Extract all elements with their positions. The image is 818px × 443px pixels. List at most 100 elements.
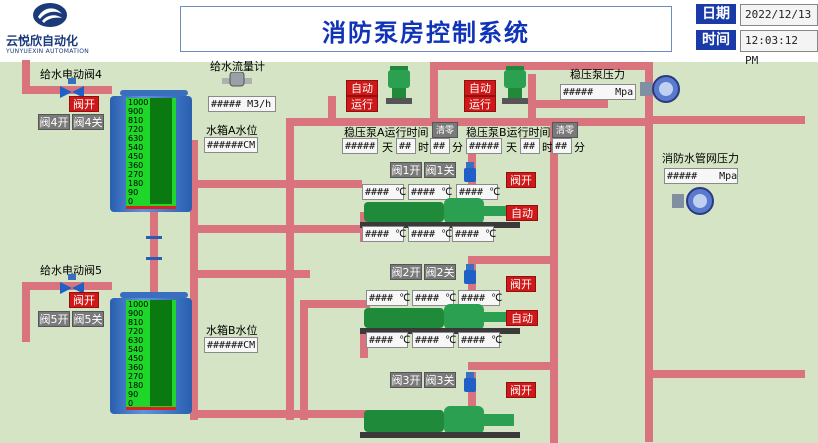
gauge-tick: 180 xyxy=(128,179,144,188)
valve3-close-button[interactable]: 阀3关 xyxy=(424,372,456,388)
stab-pump-a-icon[interactable] xyxy=(384,66,414,106)
gauge-tick: 540 xyxy=(128,345,144,354)
gauge-tick: 180 xyxy=(128,381,144,390)
gauge-tick: 0 xyxy=(128,399,134,408)
stab-pump-b-icon[interactable] xyxy=(500,66,530,106)
gauge-tick: 450 xyxy=(128,152,144,161)
company-name-cn: 云悦欣自动化 xyxy=(6,34,79,48)
gauge-tick: 900 xyxy=(128,309,144,318)
runtime-b-minute-unit: 分 xyxy=(574,141,585,154)
runtime-a-day-unit: 天 xyxy=(382,141,393,154)
pump1-temp-field: #### ℃ xyxy=(408,226,452,242)
title-box: 消防泵房控制系统 xyxy=(180,6,672,52)
runtime-b-clear-button[interactable]: 清零 xyxy=(552,122,578,138)
runtime-a-days: ##### xyxy=(342,138,378,154)
date-label: 日期 xyxy=(696,4,736,24)
tank-b-cap xyxy=(120,292,188,298)
runtime-b-minutes: ## xyxy=(552,138,572,154)
tank-b-level-label: 水箱B水位 xyxy=(206,324,258,337)
stab-pump-b-mode[interactable]: 自动 xyxy=(464,80,496,96)
tank-a-low-mark xyxy=(126,206,176,209)
gauge-tick: 90 xyxy=(128,188,139,197)
pump1-temp-field: #### ℃ xyxy=(408,184,452,200)
page-title: 消防泵房控制系统 xyxy=(322,18,530,47)
pump2-temp-field: #### ℃ xyxy=(458,332,502,348)
gauge-tick: 90 xyxy=(128,390,139,399)
stab-pump-a-mode[interactable]: 自动 xyxy=(346,80,378,96)
gauge-tick: 270 xyxy=(128,170,144,179)
valve1-close-button[interactable]: 阀1关 xyxy=(424,162,456,178)
runtime-a-hour-unit: 时 xyxy=(418,141,429,154)
gauge-tick: 900 xyxy=(128,107,144,116)
runtime-a-minutes: ## xyxy=(430,138,450,154)
pump2-temp-field: #### ℃ xyxy=(412,290,456,306)
pump1-valve-status: 阀开 xyxy=(506,172,536,188)
valve3-open-button[interactable]: 阀3开 xyxy=(390,372,422,388)
valve1-open-button[interactable]: 阀1开 xyxy=(390,162,422,178)
motor-valve-icon[interactable] xyxy=(60,274,84,296)
stab-pressure-label: 稳压泵压力 xyxy=(570,68,625,81)
valve4-close-button[interactable]: 阀4关 xyxy=(72,114,104,130)
gauge-tick: 0 xyxy=(128,197,134,206)
tank-b-level-field: ######CM xyxy=(204,337,258,353)
runtime-a-hours: ## xyxy=(396,138,416,154)
gauge-tick: 360 xyxy=(128,363,144,372)
company-name-en: YUNYUEXIN AUTOMATION xyxy=(6,48,90,55)
runtime-b-hour-unit: 时 xyxy=(542,141,553,154)
time-value: 12:03:12 PM xyxy=(740,30,818,67)
time-label: 时间 xyxy=(696,30,736,50)
tank-a-level-field: ######CM xyxy=(204,137,258,153)
stab-pressure-value: ##### xyxy=(563,87,594,98)
fire-pump-1-icon[interactable] xyxy=(360,196,520,230)
valve4-open-button[interactable]: 阀4开 xyxy=(38,114,70,130)
motor-valve-icon[interactable] xyxy=(60,78,84,100)
gauge-tick: 450 xyxy=(128,354,144,363)
gauge-tick: 1000 xyxy=(128,300,149,309)
valve2-close-button[interactable]: 阀2关 xyxy=(424,264,456,280)
runtime-a-clear-button[interactable]: 清零 xyxy=(432,122,458,138)
motor-valve-icon[interactable] xyxy=(460,372,480,394)
gauge-tick: 720 xyxy=(128,125,144,134)
motor-valve-icon[interactable] xyxy=(460,264,480,286)
pump1-temp-field: #### ℃ xyxy=(452,226,496,242)
network-pressure-unit: Mpa xyxy=(719,171,738,182)
pressure-gauge-icon xyxy=(640,75,680,103)
gauge-tick: 720 xyxy=(128,327,144,336)
pump1-temp-field: #### ℃ xyxy=(362,184,406,200)
gauge-tick: 360 xyxy=(128,161,144,170)
valve2-open-button[interactable]: 阀2开 xyxy=(390,264,422,280)
tank-b-low-mark xyxy=(126,407,176,410)
company-logo: 云悦欣自动化 YUNYUEXIN AUTOMATION xyxy=(6,2,96,60)
stab-pressure-unit: Mpa xyxy=(615,87,634,98)
flow-meter-label: 给水流量计 xyxy=(210,60,265,73)
tank-a-level-gauge: 1000 900 810 720 630 540 450 360 270 180… xyxy=(126,98,176,208)
manual-valve-icon[interactable] xyxy=(144,236,164,260)
tank-b-level-gauge: 1000 900 810 720 630 540 450 360 270 180… xyxy=(126,300,176,410)
pump2-mode-button[interactable]: 自动 xyxy=(506,310,538,326)
runtime-a-label: 稳压泵A运行时间 xyxy=(344,126,429,139)
fire-pump-3-icon[interactable] xyxy=(360,404,520,440)
valve4-status-badge: 阀开 xyxy=(69,96,99,112)
pump2-temp-field: #### ℃ xyxy=(366,290,410,306)
gauge-tick: 540 xyxy=(128,143,144,152)
gauge-tick: 810 xyxy=(128,116,144,125)
gauge-tick: 630 xyxy=(128,336,144,345)
valve5-status-badge: 阀开 xyxy=(69,292,99,308)
valve5-close-button[interactable]: 阀5关 xyxy=(72,311,104,327)
pump2-temp-field: #### ℃ xyxy=(366,332,410,348)
pump1-mode-button[interactable]: 自动 xyxy=(506,205,538,221)
pump2-valve-status: 阀开 xyxy=(506,276,536,292)
network-pressure-label: 消防水管网压力 xyxy=(662,152,739,165)
gauge-tick: 270 xyxy=(128,372,144,381)
fire-pump-2-icon[interactable] xyxy=(360,302,520,336)
stab-pump-a-state: 运行 xyxy=(346,96,378,112)
runtime-b-days: ##### xyxy=(466,138,502,154)
pump1-temp-field: #### ℃ xyxy=(362,226,406,242)
valve5-open-button[interactable]: 阀5开 xyxy=(38,311,70,327)
tank-a-level-label: 水箱A水位 xyxy=(206,124,258,137)
motor-valve-icon[interactable] xyxy=(460,162,480,184)
gauge-tick: 630 xyxy=(128,134,144,143)
stab-pressure-field: ##### Mpa xyxy=(560,84,636,100)
gauge-tick: 810 xyxy=(128,318,144,327)
flow-value-field: ##### M3/h xyxy=(208,96,276,112)
